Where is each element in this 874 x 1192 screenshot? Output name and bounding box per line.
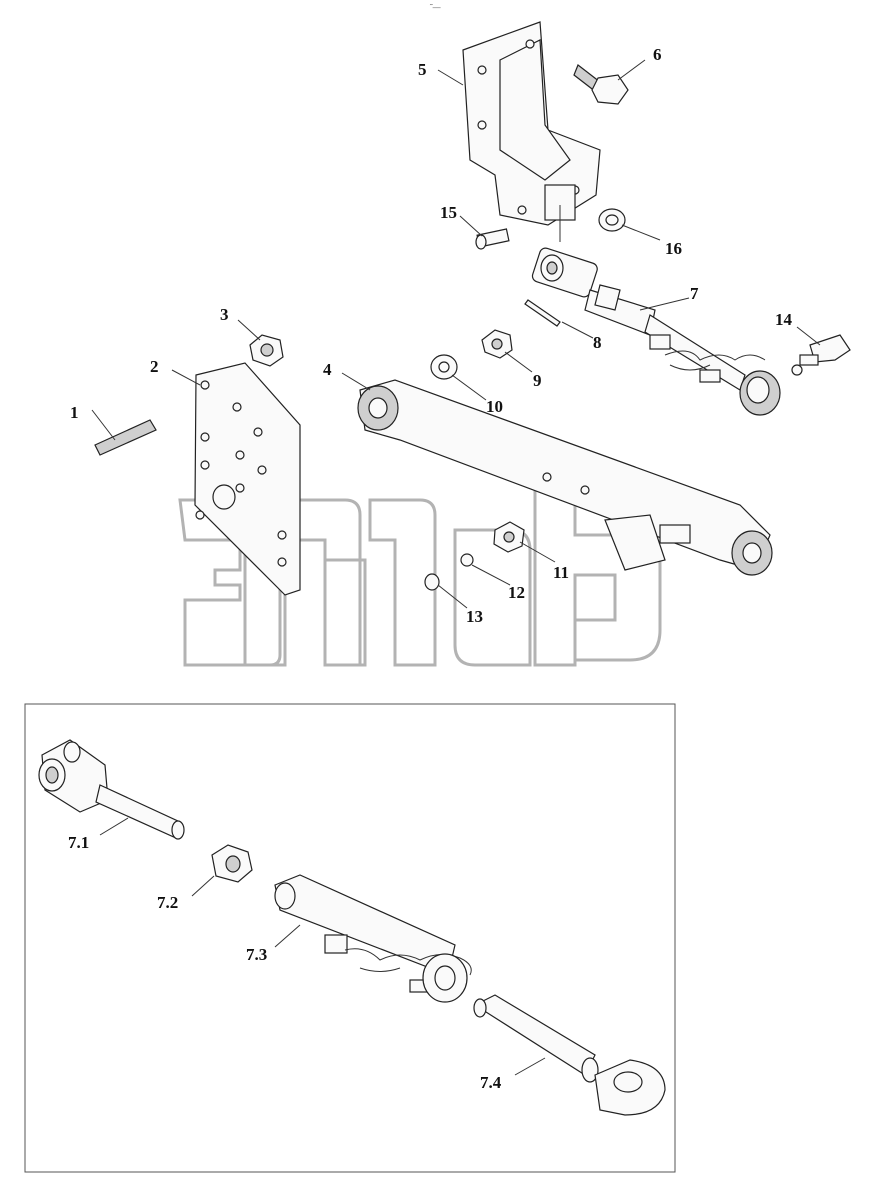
callout-16: 16 (665, 239, 682, 258)
nut-part-12 (460, 553, 474, 567)
detail-frame (24, 703, 676, 1173)
top-mark: ˜— (429, 3, 441, 12)
callout-9: 9 (533, 371, 542, 390)
callout-5: 5 (418, 60, 427, 79)
callout-3: 3 (220, 305, 229, 324)
bracket-part-5 (462, 21, 601, 226)
nut-part-7-2 (211, 844, 253, 883)
callout-7: 7 (690, 284, 699, 303)
callout-15: 15 (440, 203, 457, 222)
lower-link-part-4 (357, 379, 773, 576)
washer-part-10 (430, 354, 458, 380)
clevis-part-7-1 (38, 739, 185, 840)
stud-part-1 (94, 419, 157, 456)
fitting-part-14 (791, 334, 851, 376)
lock-washer-part-13 (424, 573, 440, 591)
callout-6: 6 (653, 45, 662, 64)
callout-7-4: 7.4 (480, 1073, 502, 1092)
callout-13: 13 (466, 607, 483, 626)
callout-4: 4 (323, 360, 332, 379)
detail-assembly (38, 739, 666, 1116)
upper-assembly (91, 21, 851, 609)
callout-7-3: 7.3 (246, 945, 267, 964)
mounting-plate-part-2 (194, 362, 301, 596)
nut-part-9 (481, 329, 513, 359)
callout-1: 1 (70, 403, 79, 422)
nut-part-3 (249, 334, 284, 367)
rod-eye-part-7-4 (473, 994, 666, 1116)
cotter-pin-part-8 (524, 299, 561, 327)
callout-14: 14 (775, 310, 793, 329)
nut-part-11 (493, 521, 525, 553)
callout-12: 12 (508, 583, 525, 602)
bolt-part-6 (573, 64, 629, 105)
callout-7-2: 7.2 (157, 893, 178, 912)
sleeve-part-7-3 (274, 874, 472, 1003)
nut-part-16 (598, 208, 626, 232)
callout-7-1: 7.1 (68, 833, 89, 852)
pin-part-15 (475, 228, 510, 250)
callout-2: 2 (150, 357, 159, 376)
callout-11: 11 (553, 563, 569, 582)
callout-10: 10 (486, 397, 503, 416)
callout-8: 8 (593, 333, 602, 352)
top-link-part-7 (531, 247, 781, 416)
